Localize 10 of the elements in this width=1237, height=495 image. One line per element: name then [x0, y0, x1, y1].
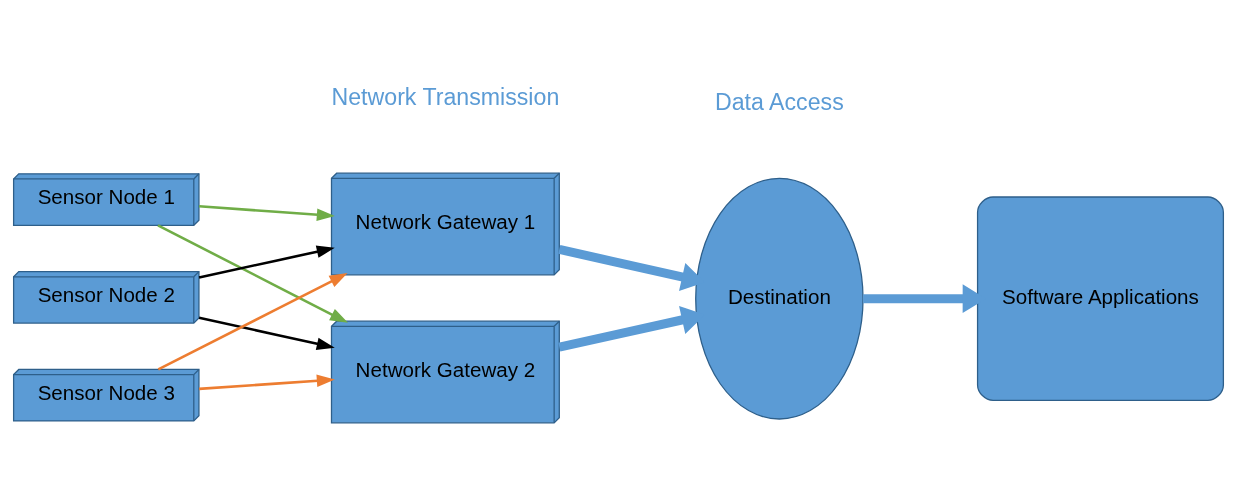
node-ellipse: Destination: [695, 177, 864, 420]
arrow: [157, 224, 348, 323]
label: Network Transmission: [331, 83, 560, 110]
node-box: Software Applications: [976, 196, 1225, 401]
arrow: [198, 316, 335, 350]
arrow: [198, 245, 335, 279]
arrow: [199, 204, 335, 222]
label: Data Access: [715, 88, 844, 115]
arrow: [157, 273, 348, 371]
arrow: [199, 374, 335, 391]
